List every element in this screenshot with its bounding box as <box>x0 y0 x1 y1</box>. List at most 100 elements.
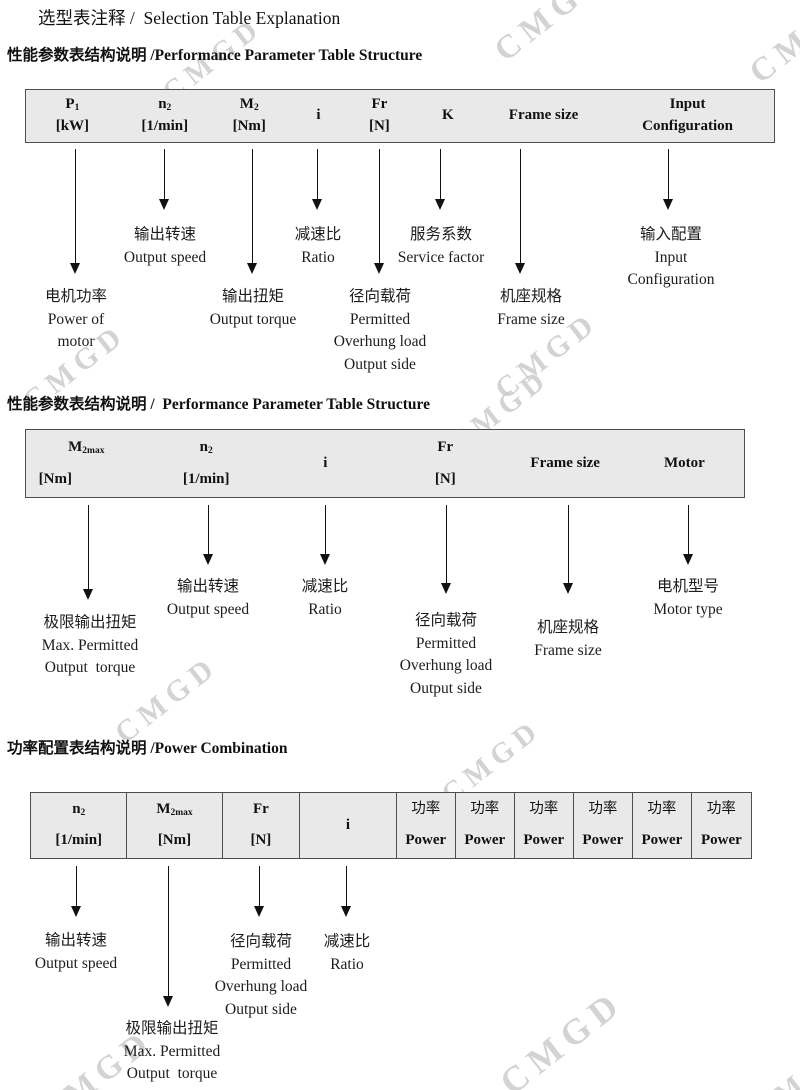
col-power-cn: 功率 <box>411 801 441 817</box>
t1-col-m2: M2 [Nm] <box>211 90 288 142</box>
label-frame-size: 机座规格 Frame size <box>534 617 602 662</box>
label-line-en: Max. Permitted <box>41 636 139 654</box>
label-line-en: Permitted <box>230 955 292 973</box>
t1-col-fr: Fr [N] <box>349 90 410 142</box>
label-ratio: 减速比 Ratio <box>324 931 371 976</box>
arrow-n2 <box>71 866 82 917</box>
col-unit: [1/min] <box>55 832 103 848</box>
t2-col-m2max: M2max [Nm] <box>26 430 147 497</box>
label-line-en: Permitted <box>415 634 477 652</box>
section2-heading: 性能参数表结构说明 / Performance Parameter Table … <box>7 396 431 413</box>
label-line-cn: 机座规格 <box>536 619 600 636</box>
col-power-cn: 功率 <box>706 801 736 817</box>
t3-col-power-5: 功率 Power <box>633 793 692 858</box>
col-symbol: Fr <box>371 96 388 112</box>
label-input-configuration: 输入配置 Input Configuration <box>628 224 715 292</box>
arrow-fr <box>441 505 452 594</box>
label-service-factor: 服务系数 Service factor <box>398 224 485 269</box>
label-line-en: Output torque <box>209 310 297 328</box>
arrow-frame-size <box>563 505 574 594</box>
label-line-en: Output side <box>410 679 482 697</box>
t3-col-fr: Fr [N] <box>223 793 301 858</box>
label-frame-size: 机座规格 Frame size <box>497 286 565 331</box>
col-power-en: Power <box>641 832 683 848</box>
t3-col-m2max: M2max [Nm] <box>127 793 223 858</box>
label-line-cn: 极限输出扭矩 <box>125 1020 219 1037</box>
label-line-en: Overhung load <box>333 333 427 350</box>
label-line-en: Ratio <box>301 248 335 266</box>
t3-col-power-4: 功率 Power <box>574 793 633 858</box>
label-line-en: Ratio <box>308 600 342 618</box>
arrow-i <box>312 149 323 210</box>
col-power-en: Power <box>700 832 742 848</box>
col-unit: [Nm] <box>38 471 72 487</box>
col-symbol: K <box>441 107 454 123</box>
label-overhung-load: 径向载荷 Permitted Overhung load Output side <box>215 931 308 1021</box>
col-unit: [1/min] <box>141 118 189 134</box>
col-symbol: P1 <box>65 96 80 113</box>
col-symbol: Frame size <box>508 107 579 123</box>
arrow-fr <box>374 149 385 274</box>
watermark: CMGD <box>742 0 800 91</box>
t3-col-power-2: 功率 Power <box>456 793 515 858</box>
label-line-cn: 输出转速 <box>133 226 197 243</box>
col-symbol: M2max <box>156 801 193 818</box>
t3-col-n2: n2 [1/min] <box>31 793 128 858</box>
label-line-cn: 径向载荷 <box>414 612 478 629</box>
section3-heading: 功率配置表结构说明 /Power Combination <box>7 740 288 757</box>
label-line-en: Motor type <box>653 600 723 618</box>
label-line-en: Ratio <box>330 955 364 973</box>
section1-heading: 性能参数表结构说明 /Performance Parameter Table S… <box>7 47 423 64</box>
label-line-en: Output side <box>225 1000 297 1018</box>
col-unit: Configuration <box>642 118 733 134</box>
col-symbol: Input <box>669 96 706 112</box>
label-max-output-torque: 极限输出扭矩 Max. Permitted Output torque <box>42 612 138 680</box>
label-line-cn: 减速比 <box>323 933 371 950</box>
col-symbol: n2 <box>158 96 172 113</box>
t1-col-input-configuration: Input Configuration <box>601 90 774 142</box>
label-line-cn: 电机功率 <box>44 288 108 305</box>
t2-col-frame-size: Frame size <box>506 430 625 497</box>
label-line-en: Max. Permitted <box>123 1042 221 1060</box>
label-line-en: Output speed <box>123 248 207 266</box>
label-line-cn: 减速比 <box>301 578 349 595</box>
col-power-cn: 功率 <box>529 801 559 817</box>
col-unit: [kW] <box>55 118 90 134</box>
arrow-m2 <box>247 149 258 274</box>
t2-col-fr: Fr [N] <box>385 430 506 497</box>
performance-table-2: M2max [Nm] n2 [1/min] i Fr [N] Frame siz… <box>25 429 745 498</box>
label-line-en: Overhung load <box>214 978 308 995</box>
col-symbol: M2 <box>239 96 259 113</box>
t1-col-i: i <box>288 90 349 142</box>
label-line-en: Permitted <box>349 310 411 328</box>
col-symbol: i <box>345 816 351 833</box>
performance-table-1: P1 [kW] n2 [1/min] M2 [Nm] i Fr [N] K Fr… <box>25 89 775 143</box>
col-symbol: i <box>323 455 328 471</box>
arrow-k <box>435 149 446 210</box>
t3-col-power-6: 功率 Power <box>692 793 751 858</box>
arrow-i <box>341 866 352 917</box>
col-symbol: i <box>316 107 321 123</box>
col-symbol: Motor <box>663 455 705 471</box>
arrow-fr <box>254 866 265 917</box>
col-unit: [Nm] <box>232 118 266 134</box>
label-line-cn: 机座规格 <box>499 288 563 305</box>
arrow-input-configuration <box>663 149 674 210</box>
col-power-en: Power <box>405 832 447 848</box>
col-power-cn: 功率 <box>588 801 618 817</box>
label-line-en: Output speed <box>34 954 118 972</box>
arrow-motor <box>683 505 694 565</box>
label-line-en: Frame size <box>534 641 602 659</box>
label-line-cn: 减速比 <box>294 226 342 243</box>
col-unit: [Nm] <box>157 832 192 848</box>
label-power-of-motor: 电机功率 Power of motor <box>45 286 107 354</box>
col-power-en: Power <box>582 832 624 848</box>
label-line-en: Configuration <box>627 271 715 288</box>
arrow-n2 <box>159 149 170 210</box>
label-overhung-load: 径向载荷 Permitted Overhung load Output side <box>334 286 427 376</box>
col-symbol: n2 <box>72 801 86 818</box>
label-line-en: motor <box>57 333 95 350</box>
label-line-cn: 服务系数 <box>409 226 472 243</box>
t3-col-i: i <box>300 793 397 858</box>
